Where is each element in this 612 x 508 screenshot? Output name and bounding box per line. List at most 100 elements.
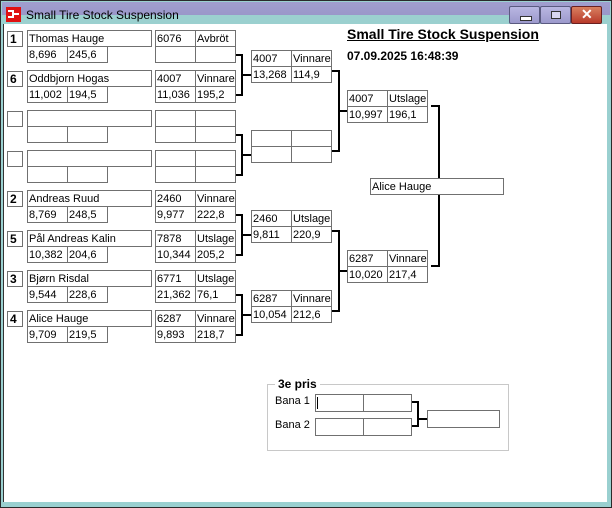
heat-result[interactable]: Utslager xyxy=(387,90,428,107)
car-id[interactable]: 6076 xyxy=(155,30,196,47)
heat-speed[interactable]: 114,9 xyxy=(291,66,332,83)
car-id[interactable] xyxy=(155,150,196,167)
heat-result[interactable]: Vinnare xyxy=(291,50,332,67)
speed[interactable]: 248,5 xyxy=(67,206,108,223)
reaction-time[interactable]: 9,544 xyxy=(27,286,68,303)
bracket-connector xyxy=(339,270,347,272)
car-id[interactable] xyxy=(155,110,196,127)
reaction-time[interactable]: 10,382 xyxy=(27,246,68,263)
heat-result[interactable]: Avbröt xyxy=(195,30,236,47)
speed[interactable]: 228,6 xyxy=(67,286,108,303)
heat-time[interactable]: 9,893 xyxy=(155,326,196,343)
third-lane2-id[interactable] xyxy=(315,418,364,436)
heat-result[interactable]: Utslager xyxy=(195,270,236,287)
heat-result[interactable] xyxy=(195,150,236,167)
reaction-time[interactable]: 8,696 xyxy=(27,46,68,63)
speed[interactable]: 204,6 xyxy=(67,246,108,263)
heat-speed[interactable]: 76,1 xyxy=(195,286,236,303)
car-id[interactable]: 6771 xyxy=(155,270,196,287)
heat-speed[interactable]: 196,1 xyxy=(387,106,428,123)
bracket-connector xyxy=(431,265,440,267)
speed[interactable]: 245,6 xyxy=(67,46,108,63)
reaction-time[interactable] xyxy=(27,166,68,183)
car-id[interactable]: 4007 xyxy=(251,50,292,67)
heat-result[interactable]: Vinnare xyxy=(387,250,428,267)
heat-speed[interactable]: 222,8 xyxy=(195,206,236,223)
car-id[interactable]: 7878 xyxy=(155,230,196,247)
heat-time[interactable]: 10,997 xyxy=(347,106,388,123)
speed[interactable]: 194,5 xyxy=(67,86,108,103)
minimize-button[interactable] xyxy=(509,6,540,24)
heat-speed[interactable]: 195,2 xyxy=(195,86,236,103)
heat-speed[interactable] xyxy=(195,46,236,63)
seed-number: 5 xyxy=(7,231,23,247)
lane1-label: Bana 1 xyxy=(275,395,310,407)
heat-result[interactable]: Utslager xyxy=(291,210,332,227)
heat-speed[interactable] xyxy=(195,166,236,183)
app-icon xyxy=(6,7,21,22)
driver-name[interactable]: Andreas Ruud xyxy=(27,190,152,207)
heat-result[interactable]: Vinnare xyxy=(195,310,236,327)
bracket-connector xyxy=(236,334,242,336)
driver-name[interactable]: Pål Andreas Kalin xyxy=(27,230,152,247)
heat-time[interactable]: 9,977 xyxy=(155,206,196,223)
speed[interactable]: 219,5 xyxy=(67,326,108,343)
third-lane1-result[interactable] xyxy=(363,394,412,412)
third-lane1-id[interactable] xyxy=(315,394,364,412)
heat-time[interactable] xyxy=(155,166,196,183)
title-bar[interactable]: Small Tire Stock Suspension ✕ xyxy=(2,2,610,24)
heat-speed[interactable] xyxy=(195,126,236,143)
heat-speed[interactable]: 220,9 xyxy=(291,226,332,243)
car-id[interactable]: 2460 xyxy=(155,190,196,207)
heat-time[interactable]: 10,020 xyxy=(347,266,388,283)
winner-field[interactable]: Alice Hauge xyxy=(370,178,504,195)
reaction-time[interactable]: 8,769 xyxy=(27,206,68,223)
car-id[interactable]: 6287 xyxy=(251,290,292,307)
driver-name[interactable] xyxy=(27,110,152,127)
car-id[interactable]: 6287 xyxy=(347,250,388,267)
reaction-time[interactable]: 9,709 xyxy=(27,326,68,343)
heat-speed[interactable] xyxy=(291,146,332,163)
bracket-connector xyxy=(236,94,242,96)
heat-time[interactable]: 13,268 xyxy=(251,66,292,83)
window-title: Small Tire Stock Suspension xyxy=(26,8,179,22)
heat-time[interactable]: 21,362 xyxy=(155,286,196,303)
heat-time[interactable]: 10,054 xyxy=(251,306,292,323)
third-lane2-result[interactable] xyxy=(363,418,412,436)
car-id[interactable]: 6287 xyxy=(155,310,196,327)
car-id[interactable] xyxy=(251,130,292,147)
heat-time[interactable] xyxy=(155,126,196,143)
driver-name[interactable]: Thomas Hauge xyxy=(27,30,152,47)
maximize-button[interactable] xyxy=(540,6,571,24)
heat-result[interactable]: Vinnare xyxy=(195,70,236,87)
speed[interactable] xyxy=(67,126,108,143)
reaction-time[interactable]: 11,002 xyxy=(27,86,68,103)
seed-number xyxy=(7,151,23,167)
close-button[interactable]: ✕ xyxy=(571,6,602,24)
heat-result[interactable]: Vinnare xyxy=(195,190,236,207)
car-id[interactable]: 4007 xyxy=(155,70,196,87)
reaction-time[interactable] xyxy=(27,126,68,143)
heat-time[interactable]: 9,811 xyxy=(251,226,292,243)
heat-speed[interactable]: 205,2 xyxy=(195,246,236,263)
third-place-winner[interactable] xyxy=(427,410,500,428)
heat-result[interactable] xyxy=(291,130,332,147)
heat-speed[interactable]: 218,7 xyxy=(195,326,236,343)
heat-speed[interactable]: 217,4 xyxy=(387,266,428,283)
speed[interactable] xyxy=(67,166,108,183)
heat-time[interactable] xyxy=(251,146,292,163)
driver-name[interactable] xyxy=(27,150,152,167)
maximize-icon xyxy=(551,11,561,19)
car-id[interactable]: 2460 xyxy=(251,210,292,227)
heat-result[interactable]: Vinnare xyxy=(291,290,332,307)
driver-name[interactable]: Bjørn Risdal xyxy=(27,270,152,287)
heat-time[interactable]: 10,344 xyxy=(155,246,196,263)
driver-name[interactable]: Alice Hauge xyxy=(27,310,152,327)
heat-time[interactable]: 11,036 xyxy=(155,86,196,103)
heat-time[interactable] xyxy=(155,46,196,63)
car-id[interactable]: 4007 xyxy=(347,90,388,107)
heat-result[interactable]: Utslager xyxy=(195,230,236,247)
heat-speed[interactable]: 212,6 xyxy=(291,306,332,323)
heat-result[interactable] xyxy=(195,110,236,127)
driver-name[interactable]: Oddbjorn Hogas xyxy=(27,70,152,87)
